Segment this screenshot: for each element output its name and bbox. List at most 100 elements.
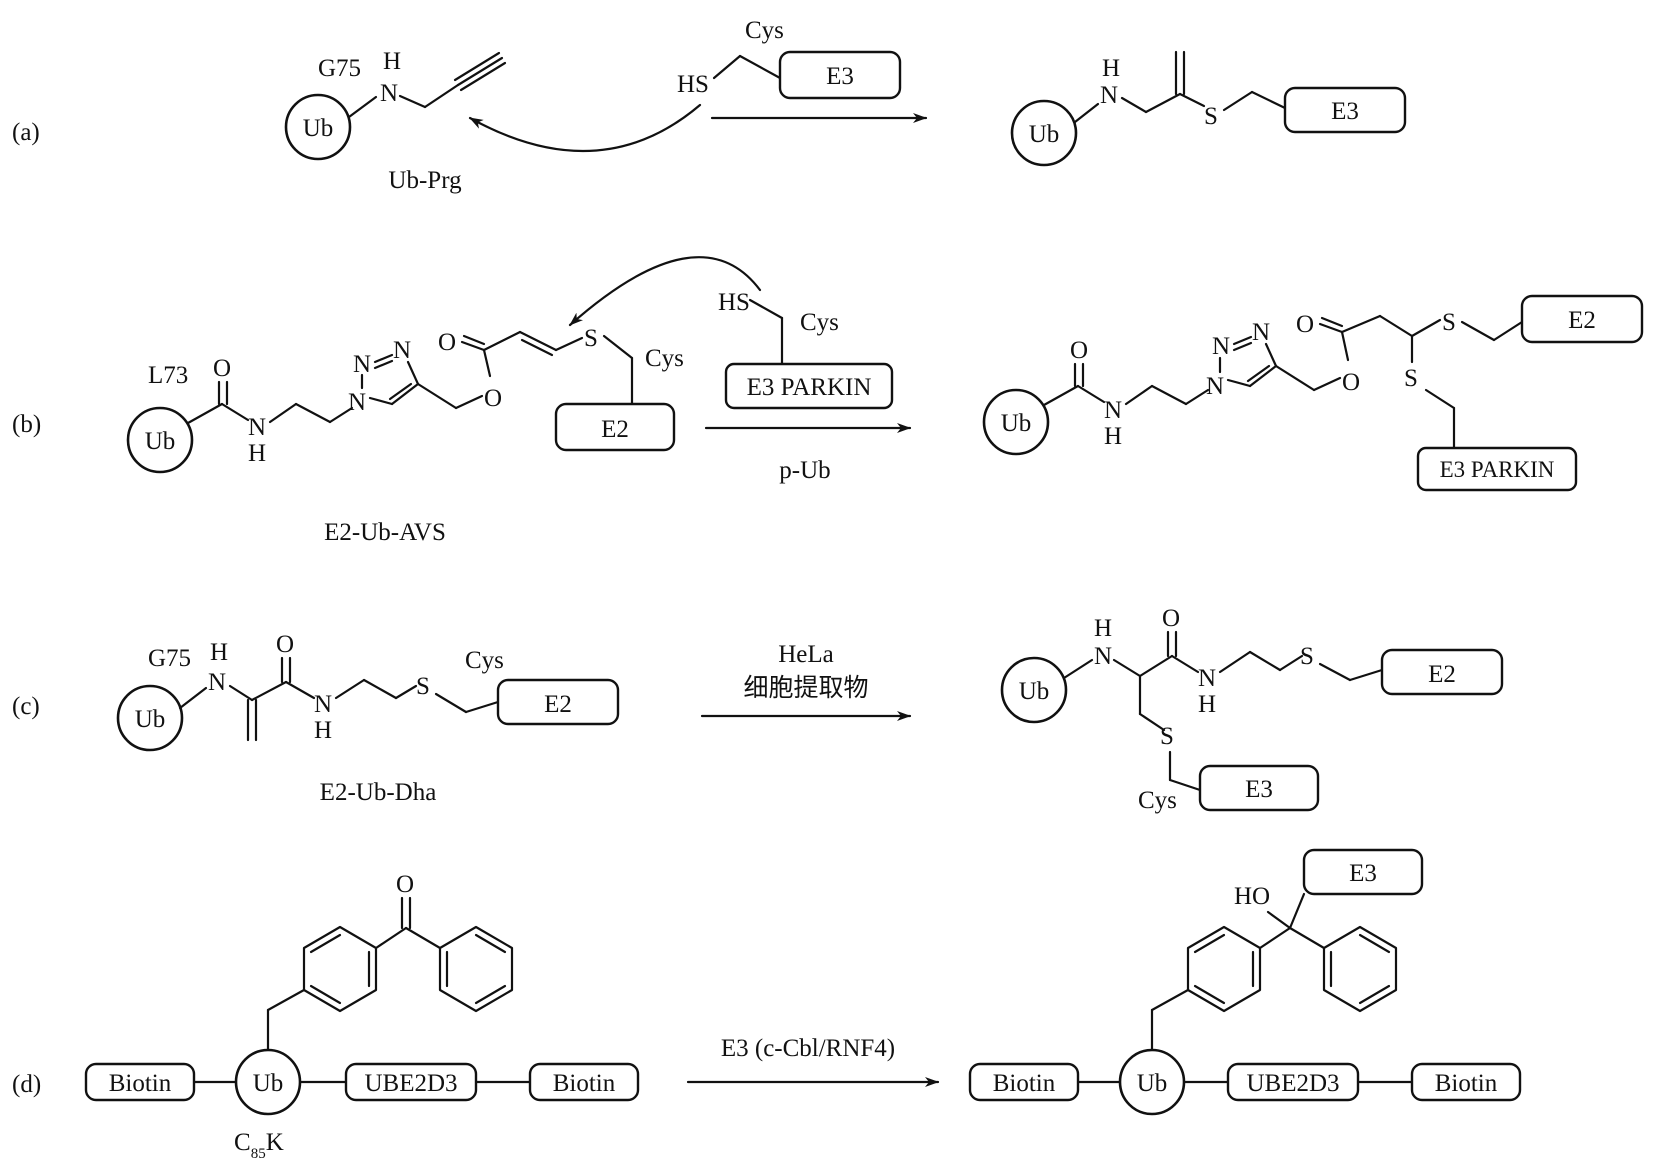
- triazole-c4-c5: [390, 382, 420, 406]
- ch2-e2-bond: [1492, 320, 1524, 342]
- e2-box: [496, 678, 620, 726]
- ch2-ch2-bond: [362, 678, 398, 700]
- ring-ketone-bond: [374, 926, 408, 950]
- ester-carbonyl-2: [1320, 316, 1344, 328]
- thioether-s2: S: [1404, 365, 1418, 392]
- triazole-n2-n3-double: [1232, 341, 1253, 352]
- amide-nitrogen: N: [1104, 397, 1122, 424]
- o-c-bond: [482, 348, 492, 378]
- attack-curved-arrow: [568, 256, 762, 327]
- triazole-n2-n3: [1232, 335, 1253, 346]
- ca-co-bond: [250, 680, 288, 702]
- triazole-ch2-bond: [416, 382, 458, 410]
- carbinol-e3-bond: [1288, 892, 1306, 930]
- e3-box: [1198, 764, 1320, 812]
- biotin-ub-ube2d3-reactant: Biotin Ub UBE2D3 Biotin C85K O: [84, 871, 640, 1162]
- c-ch2-bond: [1340, 314, 1382, 334]
- biotin-label-right: Biotin: [1435, 1070, 1498, 1097]
- triazole-n3-c4: [406, 360, 420, 386]
- ub-n-bond: [1073, 102, 1100, 124]
- ch2-triazole-bond: [1184, 388, 1210, 406]
- c-n-bond: [1076, 384, 1106, 404]
- amide-nitrogen: N: [1100, 82, 1118, 109]
- thiol-label: HS: [718, 289, 750, 316]
- triazole-n2-n3: [373, 353, 394, 364]
- nh-hydrogen: H: [1102, 55, 1120, 82]
- ester-carbonyl-1: [460, 340, 486, 352]
- cys-label: Cys: [745, 17, 784, 44]
- triazole-n2: N: [353, 351, 371, 378]
- thioether-s1: S: [1442, 309, 1456, 336]
- hydroxyl-label: HO: [1234, 883, 1270, 910]
- product-a: Ub H N S E3: [1010, 50, 1407, 167]
- alkyne-bond-1: [456, 56, 504, 87]
- mutation-k: K: [266, 1129, 284, 1156]
- carbinol-oh-bond: [1266, 910, 1292, 930]
- nh-hydrogen-2: H: [1198, 691, 1216, 718]
- ubiquitin-label: Ub: [1137, 1070, 1168, 1097]
- panel-d: (d) Biotin Ub UBE2D3 Biotin C85K: [12, 848, 1522, 1162]
- triazole-c4-c5-double: [388, 382, 413, 401]
- carbonyl-o: O: [276, 631, 294, 658]
- n-ch2-bond: [398, 94, 427, 109]
- c-n-bond: [220, 402, 250, 422]
- panel-d-label: (d): [12, 1071, 41, 1098]
- ubiquitin-circle: [116, 684, 184, 752]
- ubiquitin-label: Ub: [135, 706, 166, 733]
- s-ch2-bond: [1318, 662, 1352, 682]
- ube2d3-label: UBE2D3: [364, 1070, 457, 1097]
- n-ch2-bond: [1218, 650, 1252, 674]
- ketone-o: O: [396, 871, 414, 898]
- ub-n-bond: [347, 95, 378, 119]
- ch2-s-bond: [394, 684, 418, 700]
- n-ch2-bond: [1124, 384, 1154, 406]
- e3-label: E3: [1245, 776, 1273, 803]
- amide-nitrogen: N: [380, 80, 398, 107]
- ester-o: O: [1342, 369, 1360, 396]
- n-ca-bond: [1112, 658, 1142, 678]
- ubiquitin-circle: [284, 93, 352, 161]
- biotin-box-right: [528, 1062, 640, 1102]
- ubiquitin-label: Ub: [145, 428, 176, 455]
- triazole-n3: N: [1252, 319, 1270, 346]
- thioether-s: S: [416, 673, 430, 700]
- nh-hydrogen: H: [210, 639, 228, 666]
- s-ch2-bond: [1222, 90, 1254, 112]
- s1-ch2-bond: [1460, 320, 1496, 342]
- benzene-ring-1: [302, 925, 378, 1013]
- panel-c: (c) Ub G75 H N O N H S Cys: [12, 605, 1504, 814]
- e2-box: [1380, 648, 1504, 696]
- n-ch2-bond: [334, 678, 366, 700]
- e3-parkin-label: E3 PARKIN: [1440, 457, 1555, 482]
- vinyl-sulfide-s: S: [584, 325, 598, 352]
- ube2d3-label: UBE2D3: [1246, 1070, 1339, 1097]
- panel-c-label: (c): [12, 693, 40, 720]
- cb-s-bond: [1138, 712, 1166, 732]
- e2-box: [554, 402, 676, 452]
- ub-co-bond: [1042, 384, 1080, 407]
- ester-carbonyl-o: O: [1296, 311, 1314, 338]
- e3-parkin-attacker: HS Cys E3 PARKIN: [718, 289, 894, 410]
- e3-cys-attacker: Cys HS E3: [677, 17, 902, 100]
- ub-co-bond: [186, 402, 224, 425]
- e2-label: E2: [1568, 307, 1596, 334]
- e3-label: E3: [826, 63, 854, 90]
- attack-curved-arrow: [468, 103, 702, 153]
- amide-nitrogen-2: N: [314, 691, 332, 718]
- probe-name-e2-ub-dha: E2-Ub-Dha: [320, 779, 437, 806]
- cys-label: Cys: [465, 647, 504, 674]
- probe-name-e2-ub-avs: E2-Ub-AVS: [324, 519, 446, 546]
- product-c: Ub H N O N H S E2 S Cys: [1000, 605, 1504, 814]
- ring-2-double-b: [1358, 984, 1391, 1005]
- n-ch2-bond: [1120, 96, 1148, 114]
- ubiquitin-circle: [1010, 99, 1078, 167]
- triazole-ch2-bond: [1274, 364, 1316, 392]
- carbinol-ring-bond: [1288, 926, 1326, 950]
- ubiquitin-circle: [982, 388, 1050, 456]
- c-n-bond: [1170, 654, 1200, 674]
- carbonyl-o: O: [1070, 337, 1088, 364]
- ring-1-double-c: [1193, 984, 1226, 1005]
- product-d: Biotin Ub UBE2D3 Biotin HO E3: [968, 848, 1522, 1116]
- e3-label: E3: [1331, 98, 1359, 125]
